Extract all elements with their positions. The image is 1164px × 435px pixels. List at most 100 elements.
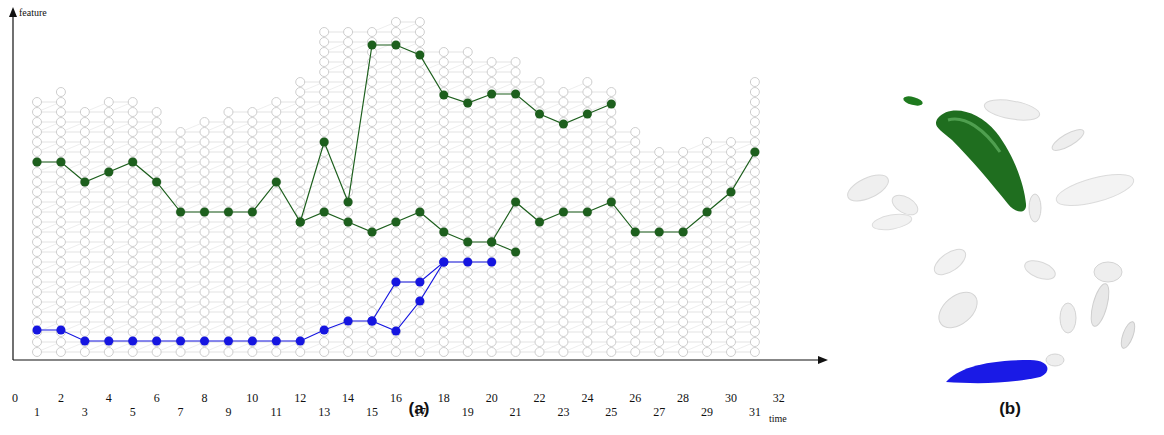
graph-node (703, 348, 712, 357)
graph-node (439, 48, 448, 57)
graph-node (33, 258, 42, 267)
graph-node (368, 248, 377, 257)
graph-node (33, 308, 42, 317)
graph-node (128, 268, 137, 277)
graph-node (224, 178, 233, 187)
graph-node (439, 218, 448, 227)
graph-node (535, 298, 544, 307)
graph-node (703, 308, 712, 317)
graph-node (248, 188, 257, 197)
graph-node (200, 228, 209, 237)
graph-node (439, 118, 448, 127)
graph-node (583, 148, 592, 157)
graph-node (368, 178, 377, 187)
graph-node (607, 108, 616, 117)
graph-node (726, 198, 735, 207)
graph-node (272, 268, 281, 277)
graph-node (439, 338, 448, 347)
graph-node (415, 248, 424, 257)
graph-node (296, 78, 305, 87)
graph-node (128, 98, 137, 107)
graph-node (415, 328, 424, 337)
graph-node (80, 298, 89, 307)
graph-node (104, 328, 113, 337)
graph-node (583, 298, 592, 307)
graph-node (176, 188, 185, 197)
graph-node (679, 158, 688, 167)
graph-node (487, 238, 496, 247)
graph-node (463, 268, 472, 277)
graph-node (320, 178, 329, 187)
graph-node (463, 58, 472, 67)
graph-node (391, 218, 400, 227)
graph-node (152, 108, 161, 117)
graph-node (296, 218, 305, 227)
graph-node (415, 28, 424, 37)
graph-node (80, 258, 89, 267)
graph-node (296, 298, 305, 307)
graph-node (176, 128, 185, 137)
graph-node (607, 318, 616, 327)
graph-node (33, 158, 42, 167)
graph-node (583, 268, 592, 277)
graph-node (583, 138, 592, 147)
graph-node (176, 348, 185, 357)
graph-node (439, 268, 448, 277)
graph-node (320, 198, 329, 207)
graph-node (415, 198, 424, 207)
graph-node (703, 268, 712, 277)
graph-node (463, 298, 472, 307)
graph-node (559, 348, 568, 357)
graph-node (703, 218, 712, 227)
graph-node (511, 258, 520, 267)
graph-node (296, 308, 305, 317)
graph-node (607, 278, 616, 287)
graph-node (487, 78, 496, 87)
graph-node (320, 158, 329, 167)
graph-node (487, 148, 496, 157)
graph-node (463, 238, 472, 247)
graph-node (200, 318, 209, 327)
graph-node (535, 328, 544, 337)
graph-node (152, 198, 161, 207)
graph-node (344, 68, 353, 77)
graph-node (535, 98, 544, 107)
graph-node (56, 208, 65, 217)
graph-node (679, 288, 688, 297)
graph-node (344, 88, 353, 97)
graph-node (583, 98, 592, 107)
graph-node (655, 338, 664, 347)
graph-node (33, 108, 42, 117)
graph-node (679, 268, 688, 277)
graph-node (56, 138, 65, 147)
graph-node (535, 168, 544, 177)
graph-node (415, 68, 424, 77)
graph-node (463, 248, 472, 257)
graph-node (56, 148, 65, 157)
graph-node (368, 98, 377, 107)
graph-node (439, 158, 448, 167)
graph-node (128, 238, 137, 247)
graph-node (224, 268, 233, 277)
graph-node (368, 258, 377, 267)
graph-node (80, 138, 89, 147)
graph-node (272, 138, 281, 147)
graph-node (200, 328, 209, 337)
graph-node (415, 208, 424, 217)
graph-node (487, 258, 496, 267)
graph-node (33, 238, 42, 247)
graph-node (224, 338, 233, 347)
graph-node (415, 218, 424, 227)
graph-node (176, 238, 185, 247)
graph-node (368, 208, 377, 217)
graph-node (320, 288, 329, 297)
graph-node (391, 158, 400, 167)
graph-node (655, 238, 664, 247)
graph-node (224, 228, 233, 237)
graph-node (80, 238, 89, 247)
graph-node (320, 138, 329, 147)
graph-node (631, 248, 640, 257)
graph-node (583, 258, 592, 267)
graph-node (33, 148, 42, 157)
